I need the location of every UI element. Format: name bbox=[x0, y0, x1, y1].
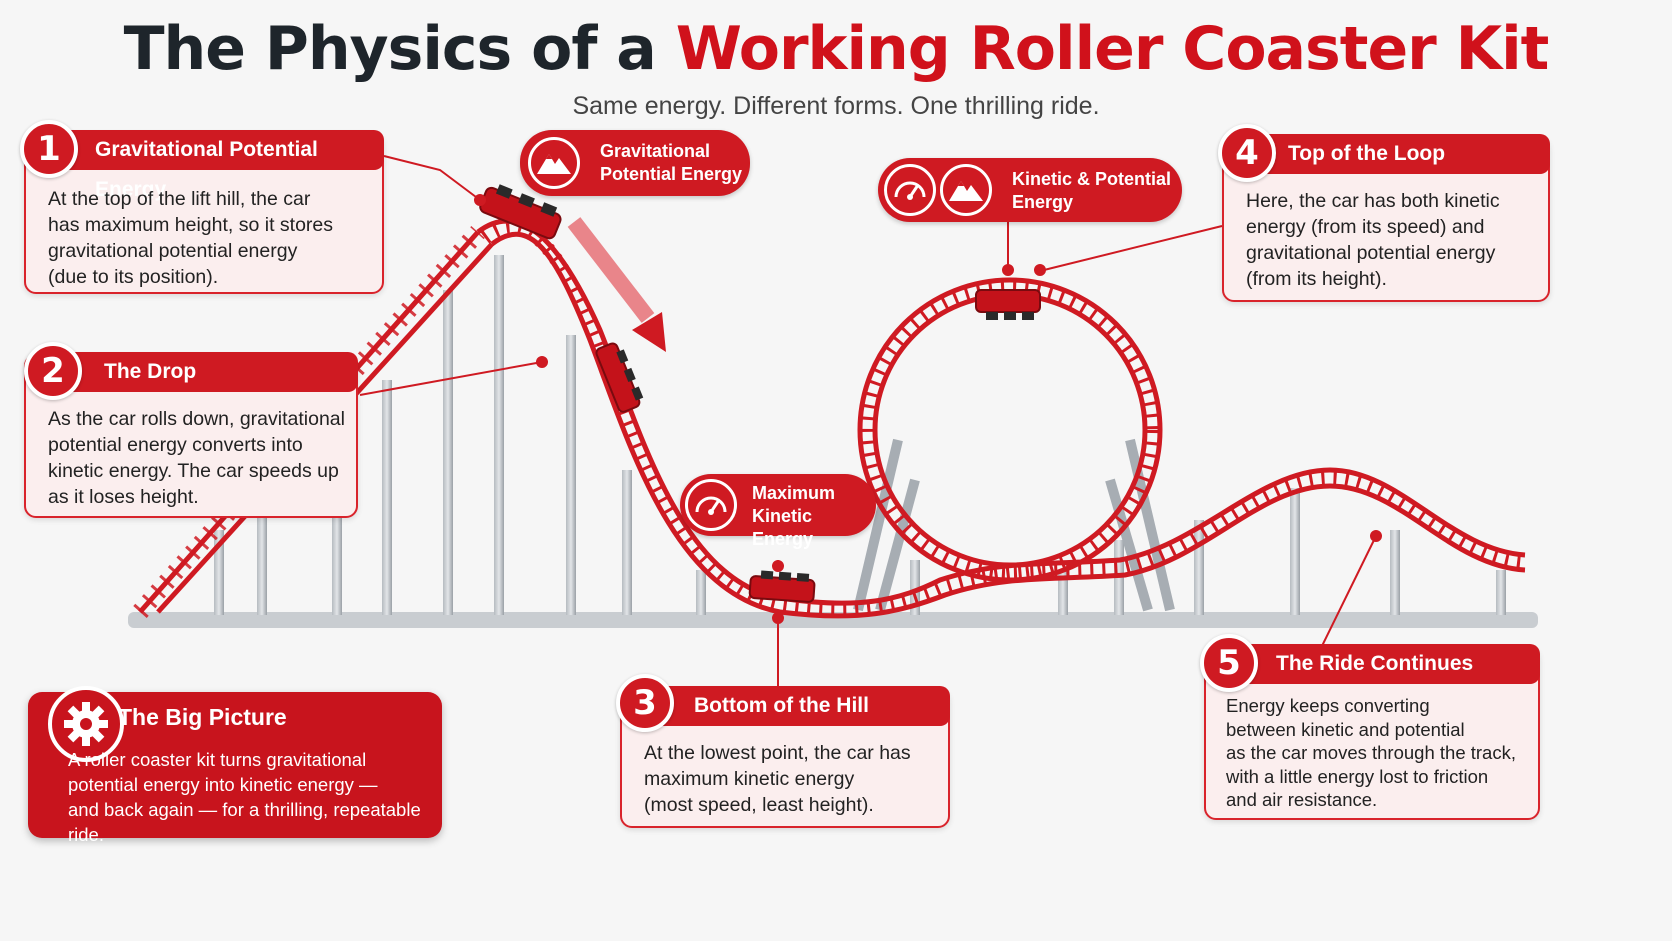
card-line: (due to its position). bbox=[48, 266, 219, 288]
card-heading: Gravitational Potential Energy bbox=[62, 130, 384, 201]
main-track bbox=[476, 218, 1526, 619]
mountain-icon bbox=[528, 137, 580, 189]
title-red-part: Working Roller Coaster Kit bbox=[675, 14, 1550, 84]
coaster-car-loop bbox=[975, 289, 1041, 320]
card-line: Energy keeps converting bbox=[1226, 695, 1430, 716]
card-body: At the top of the lift hill, the car has… bbox=[48, 186, 333, 290]
card-line: gravitational potential energy bbox=[48, 240, 298, 262]
callout-line: Kinetic Energy bbox=[752, 506, 814, 549]
card-line: potential energy converts into bbox=[48, 434, 303, 456]
card-line: with a little energy lost to friction bbox=[1226, 765, 1489, 787]
card-line: and air resistance. bbox=[1226, 789, 1378, 810]
card-line: maximum kinetic energy bbox=[644, 768, 855, 790]
mountain-icon bbox=[940, 164, 992, 216]
support-poles bbox=[214, 255, 1506, 615]
callout-line: Gravitational bbox=[600, 141, 711, 161]
card-line: has maximum height, so it stores bbox=[48, 214, 334, 236]
card-line: Here, the car has both kinetic bbox=[1246, 190, 1500, 212]
card-heading-text: The Drop bbox=[104, 360, 197, 383]
speedometer-icon bbox=[884, 164, 936, 216]
card-top-of-loop: Top of the Loop 4 Here, the car has both… bbox=[1218, 124, 1550, 302]
card-heading-text: Bottom of the Hill bbox=[694, 694, 869, 717]
ground-base bbox=[128, 612, 1538, 628]
card-line: kinetic energy. The car speeds up bbox=[48, 460, 339, 482]
callout-line: Energy bbox=[1012, 192, 1074, 212]
gear-icon bbox=[48, 686, 124, 762]
loop-supports bbox=[853, 438, 1175, 612]
step-number-badge: 1 bbox=[20, 120, 78, 178]
card-body: As the car rolls down, gravitational pot… bbox=[48, 406, 345, 510]
page-title: The Physics of a Working Roller Coaster … bbox=[0, 14, 1672, 84]
loop-track bbox=[857, 277, 1163, 583]
card-line: As the car rolls down, gravitational bbox=[48, 408, 345, 430]
big-picture-heading: The Big Picture bbox=[118, 704, 287, 730]
card-heading: The Ride Continues bbox=[1242, 644, 1540, 684]
callout-label: Gravitational Potential Energy bbox=[600, 140, 742, 186]
page-subtitle: Same energy. Different forms. One thrill… bbox=[572, 92, 1100, 120]
card-line: as it loses height. bbox=[48, 486, 199, 508]
callout-label: Kinetic & Potential Energy bbox=[1012, 168, 1171, 214]
callout-line: Potential Energy bbox=[600, 164, 743, 184]
motion-arrow bbox=[567, 217, 666, 352]
card-heading: Bottom of the Hill bbox=[654, 686, 950, 726]
big-picture-line: A roller coaster kit turns gravitational bbox=[68, 749, 367, 770]
big-picture-line: and back again — for a thrilling, repeat… bbox=[68, 799, 421, 845]
big-picture-line: potential energy into kinetic energy — bbox=[68, 774, 378, 795]
card-heading-text: Top of the Loop bbox=[1288, 142, 1446, 165]
speedometer-icon bbox=[685, 479, 737, 531]
step-number-badge: 4 bbox=[1218, 124, 1276, 182]
callout-max-kinetic-energy: Maximum Kinetic Energy bbox=[680, 474, 876, 549]
step-number-badge: 5 bbox=[1200, 634, 1258, 692]
callout-kinetic-potential-energy: Kinetic & Potential Energy bbox=[878, 158, 1182, 222]
big-picture-body: A roller coaster kit turns gravitational… bbox=[68, 747, 442, 847]
card-the-drop: The Drop 2 As the car rolls down, gravit… bbox=[24, 342, 358, 518]
card-body: Here, the car has both kinetic energy (f… bbox=[1246, 188, 1500, 292]
step-number-badge: 3 bbox=[616, 674, 674, 732]
card-heading-text: Gravitational Potential Energy bbox=[95, 138, 318, 201]
big-picture-panel: The Big Picture A roller coaster kit tur… bbox=[28, 686, 442, 845]
leader-lines bbox=[359, 155, 1382, 686]
card-heading-text: The Ride Continues bbox=[1276, 652, 1474, 675]
callout-potential-energy: Gravitational Potential Energy bbox=[520, 130, 750, 196]
step-number-badge: 2 bbox=[24, 342, 82, 400]
card-heading: Top of the Loop bbox=[1258, 134, 1550, 174]
card-line: between kinetic and potential bbox=[1226, 718, 1465, 740]
card-line: At the lowest point, the car has bbox=[644, 742, 911, 764]
card-line: (from its height). bbox=[1246, 268, 1387, 290]
card-line: energy (from its speed) and bbox=[1246, 216, 1485, 238]
card-line: as the car moves through the track, bbox=[1226, 742, 1516, 763]
title-dark-part: The Physics of a bbox=[123, 14, 657, 84]
card-body: At the lowest point, the car has maximum… bbox=[644, 740, 911, 818]
card-heading: The Drop bbox=[62, 352, 358, 392]
coaster-car-drop bbox=[595, 342, 644, 413]
card-body: Energy keeps converting between kinetic … bbox=[1226, 694, 1516, 812]
card-ride-continues: The Ride Continues 5 Energy keeps conver… bbox=[1200, 634, 1540, 820]
callout-line: Maximum bbox=[752, 483, 836, 503]
card-gravitational-potential: Gravitational Potential Energy 1 At the … bbox=[20, 120, 384, 294]
coaster-car-bottom bbox=[748, 570, 816, 603]
callout-line: Kinetic & Potential bbox=[1012, 169, 1172, 189]
card-line: (most speed, least height). bbox=[644, 794, 874, 816]
card-line: At the top of the lift hill, the car bbox=[48, 188, 311, 210]
callout-label: Maximum Kinetic Energy bbox=[752, 482, 876, 551]
card-bottom-of-hill: Bottom of the Hill 3 At the lowest point… bbox=[616, 674, 950, 828]
card-line: gravitational potential energy bbox=[1246, 242, 1496, 264]
